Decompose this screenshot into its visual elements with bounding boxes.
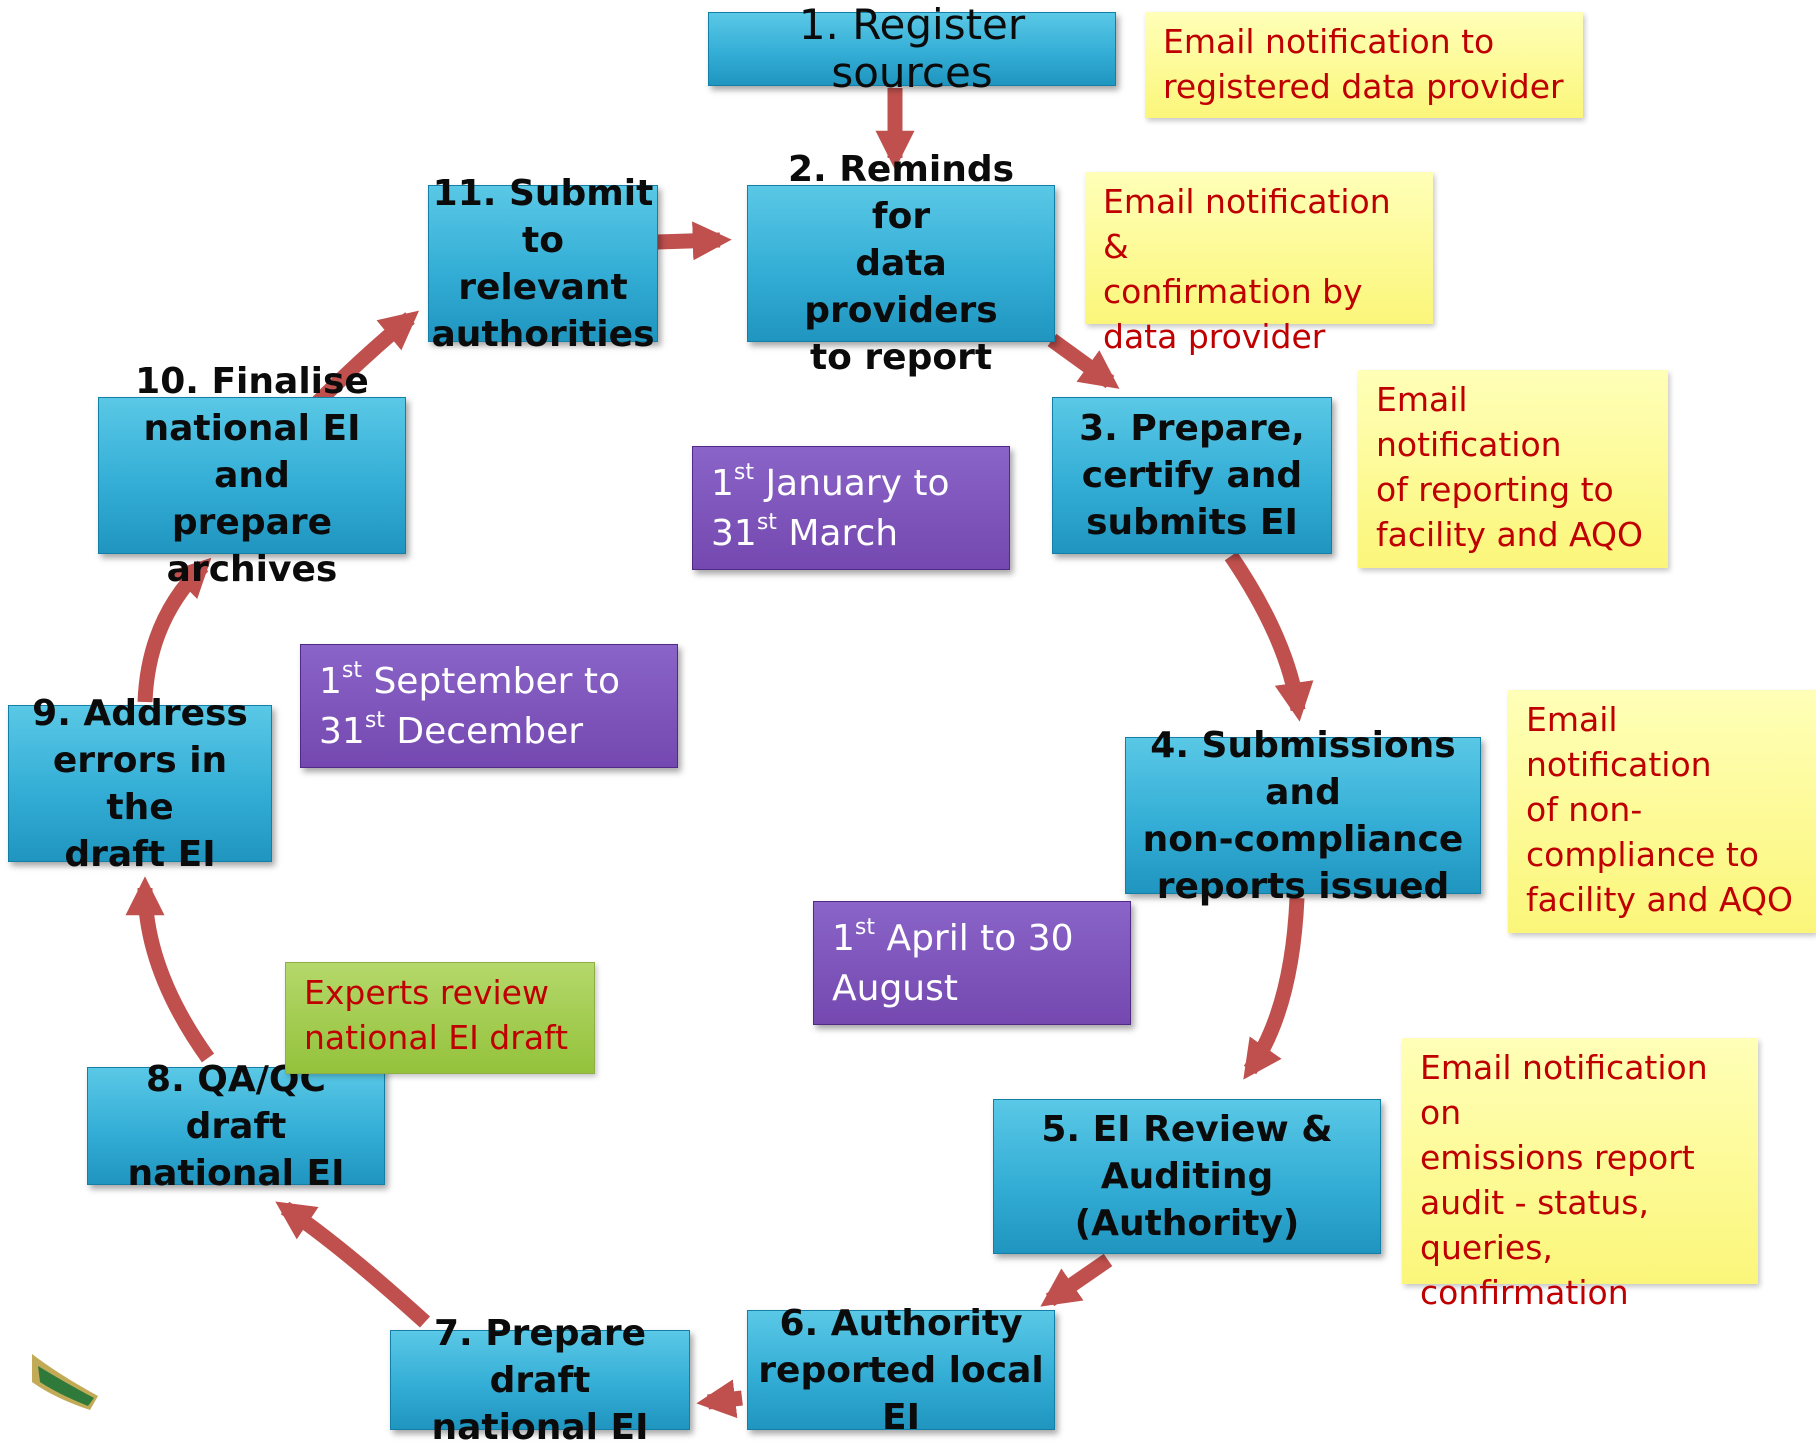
arrow-11-to-2: [656, 221, 732, 261]
arrow-8-to-9: [125, 876, 215, 1063]
note-email-reporting-facility: Email notification of reporting to facil…: [1358, 370, 1668, 568]
step-4-submissions-noncompliance: 4. Submissions and non-compliance report…: [1125, 725, 1481, 907]
arrow-2-to-3: [1047, 333, 1120, 389]
step-10-finalise-national-ei: 10. Finalise national EI and prepare arc…: [98, 361, 406, 590]
arrow-7-to-8: [275, 1201, 431, 1328]
arrow-10-to-11: [312, 310, 420, 408]
step-7-prepare-draft-national-ei: 7. Prepare draft national EI: [390, 1313, 690, 1448]
arrow-4-to-5: [1243, 897, 1305, 1080]
step-8-qaqc-draft-national-ei: 8. QA/QC draft national EI: [87, 1059, 385, 1194]
arrow-5-to-6: [1040, 1253, 1113, 1307]
arrow-3-to-4: [1224, 551, 1314, 722]
note-experts-review: Experts review national EI draft: [285, 962, 595, 1074]
period-sep-to-dec: 1st September to 31st December: [300, 644, 678, 768]
arrow-9-to-10: [137, 557, 212, 703]
step-11-submit-to-authorities: 11. Submit to relevant authorities: [428, 173, 658, 355]
arrow-6-to-7: [696, 1379, 743, 1419]
step-1-register-sources: 1. Register sources: [708, 1, 1116, 97]
step-5-ei-review-auditing: 5. EI Review & Auditing (Authority): [993, 1099, 1381, 1254]
note-email-audit-status: Email notification on emissions report a…: [1402, 1038, 1758, 1312]
step-6-authority-reported-local-ei: 6. Authority reported local EI: [747, 1303, 1055, 1438]
step-2-reminds-data-providers: 2. Reminds for data providers to report: [747, 149, 1055, 378]
step-9-address-errors: 9. Address errors in the draft EI: [8, 693, 272, 875]
period-jan-to-mar: 1st January to 31st March: [692, 446, 1010, 570]
note-email-registered-provider: Email notification to registered data pr…: [1145, 12, 1583, 118]
period-apr-to-aug: 1st April to 30 August: [813, 901, 1131, 1025]
step-3-prepare-certify-submit: 3. Prepare, certify and submits EI: [1052, 397, 1332, 554]
note-email-confirmation-provider: Email notification & confirmation by dat…: [1085, 172, 1433, 356]
note-email-noncompliance: Email notification of non- compliance to…: [1508, 690, 1816, 933]
logo-fragment: [32, 1354, 98, 1410]
